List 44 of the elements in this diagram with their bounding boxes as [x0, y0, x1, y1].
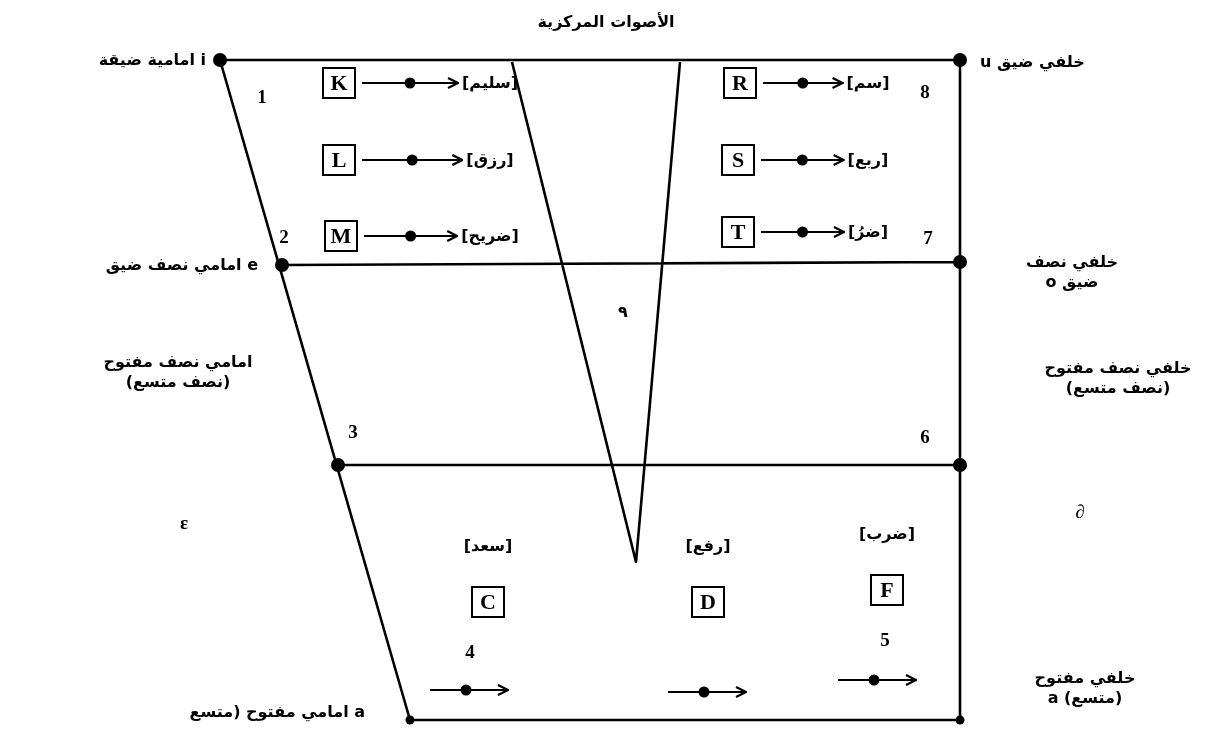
bracketed-word: [ربع] [847, 150, 889, 170]
dot-arrow [364, 230, 458, 242]
bracketed-word: [رفع] [685, 536, 731, 556]
point-label: 3 [348, 420, 358, 444]
bracketed-word: [ضرب] [858, 524, 916, 544]
point-label: 4 [465, 640, 475, 664]
dot-arrow [763, 77, 844, 89]
axis-label: خلفي نصف مفتوح (نصف متسع) [1043, 358, 1193, 398]
axis-label: خلفي نصف ضيق o [1024, 252, 1120, 292]
chart-title: الأصوات المركزية [537, 12, 675, 32]
letter-box: L [322, 144, 356, 176]
letter-box: C [471, 586, 505, 618]
dot-arrow [362, 154, 463, 166]
letter-box: T [721, 216, 755, 248]
axis-label: خلفي مفتوح (متسع) a [1033, 668, 1137, 708]
axis-label: a امامي مفتوح (متسع [189, 702, 365, 722]
point-label: ɛ [179, 511, 189, 535]
axis-label: e امامي نصف ضيق [105, 255, 258, 275]
point-label: 1 [257, 85, 267, 109]
bracketed-word: [سعد] [463, 536, 513, 556]
bracketed-word: [رزق] [466, 150, 514, 170]
point-label: ∂ [1075, 500, 1085, 524]
bracketed-word: [سليم] [462, 73, 518, 93]
point-label: 8 [920, 80, 930, 104]
bracketed-word: [ضريح] [461, 226, 519, 246]
letter-box: K [322, 67, 356, 99]
letter-box: F [870, 574, 904, 606]
point-label: 5 [880, 628, 890, 652]
axis-label: ٩ [618, 302, 628, 322]
axis-label: i امامية ضيقة [98, 50, 206, 70]
dot-arrow [362, 77, 459, 89]
point-label: 2 [279, 225, 289, 249]
axis-label: خلفي ضيق u [980, 52, 1085, 72]
point-label: 6 [920, 425, 930, 449]
dot-arrow [761, 226, 845, 238]
bracketed-word: [ضرُ] [848, 222, 888, 242]
letter-box: R [723, 67, 757, 99]
point-label: 7 [923, 226, 933, 250]
axis-label: امامي نصف مفتوح (نصف متسع) [102, 352, 254, 392]
letter-box: M [324, 220, 358, 252]
letter-box: S [721, 144, 755, 176]
bracketed-word: [سم] [846, 73, 890, 93]
letter-box: D [691, 586, 725, 618]
dot-arrow [761, 154, 845, 166]
